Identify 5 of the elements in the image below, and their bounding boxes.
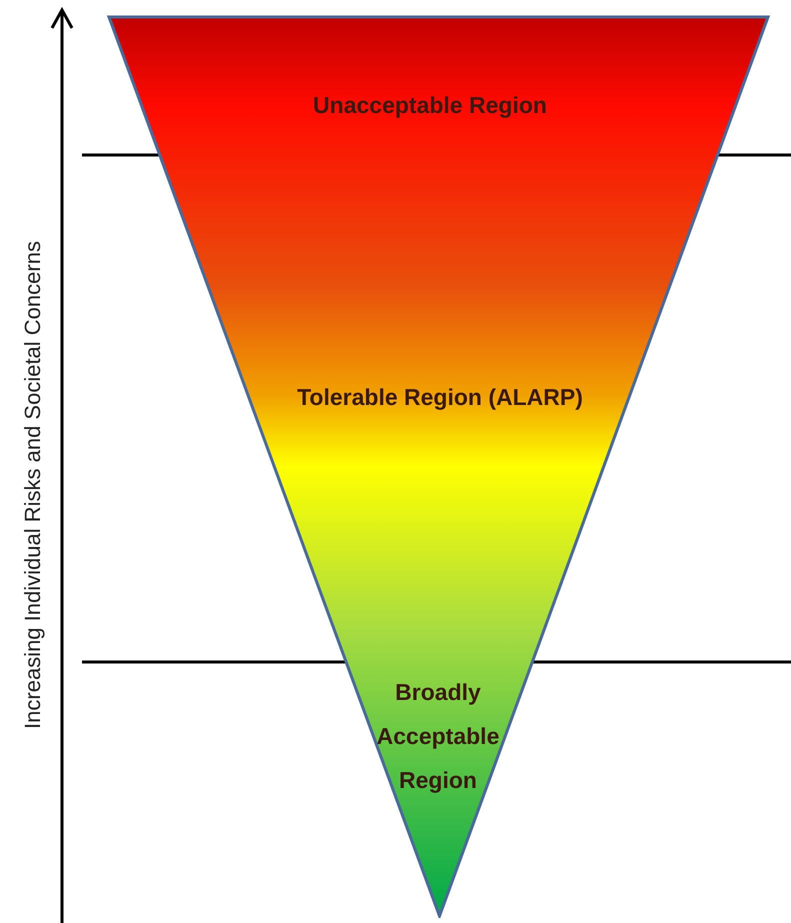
inverted-triangle	[107, 15, 770, 918]
region-label: Unacceptable Region	[312, 91, 548, 120]
region-label: Tolerable Region (ALARP)	[296, 383, 584, 412]
axis-label: Increasing Individual Risks and Societal Concerns	[18, 241, 46, 729]
region-label: Broadly Acceptable Region	[376, 678, 500, 795]
